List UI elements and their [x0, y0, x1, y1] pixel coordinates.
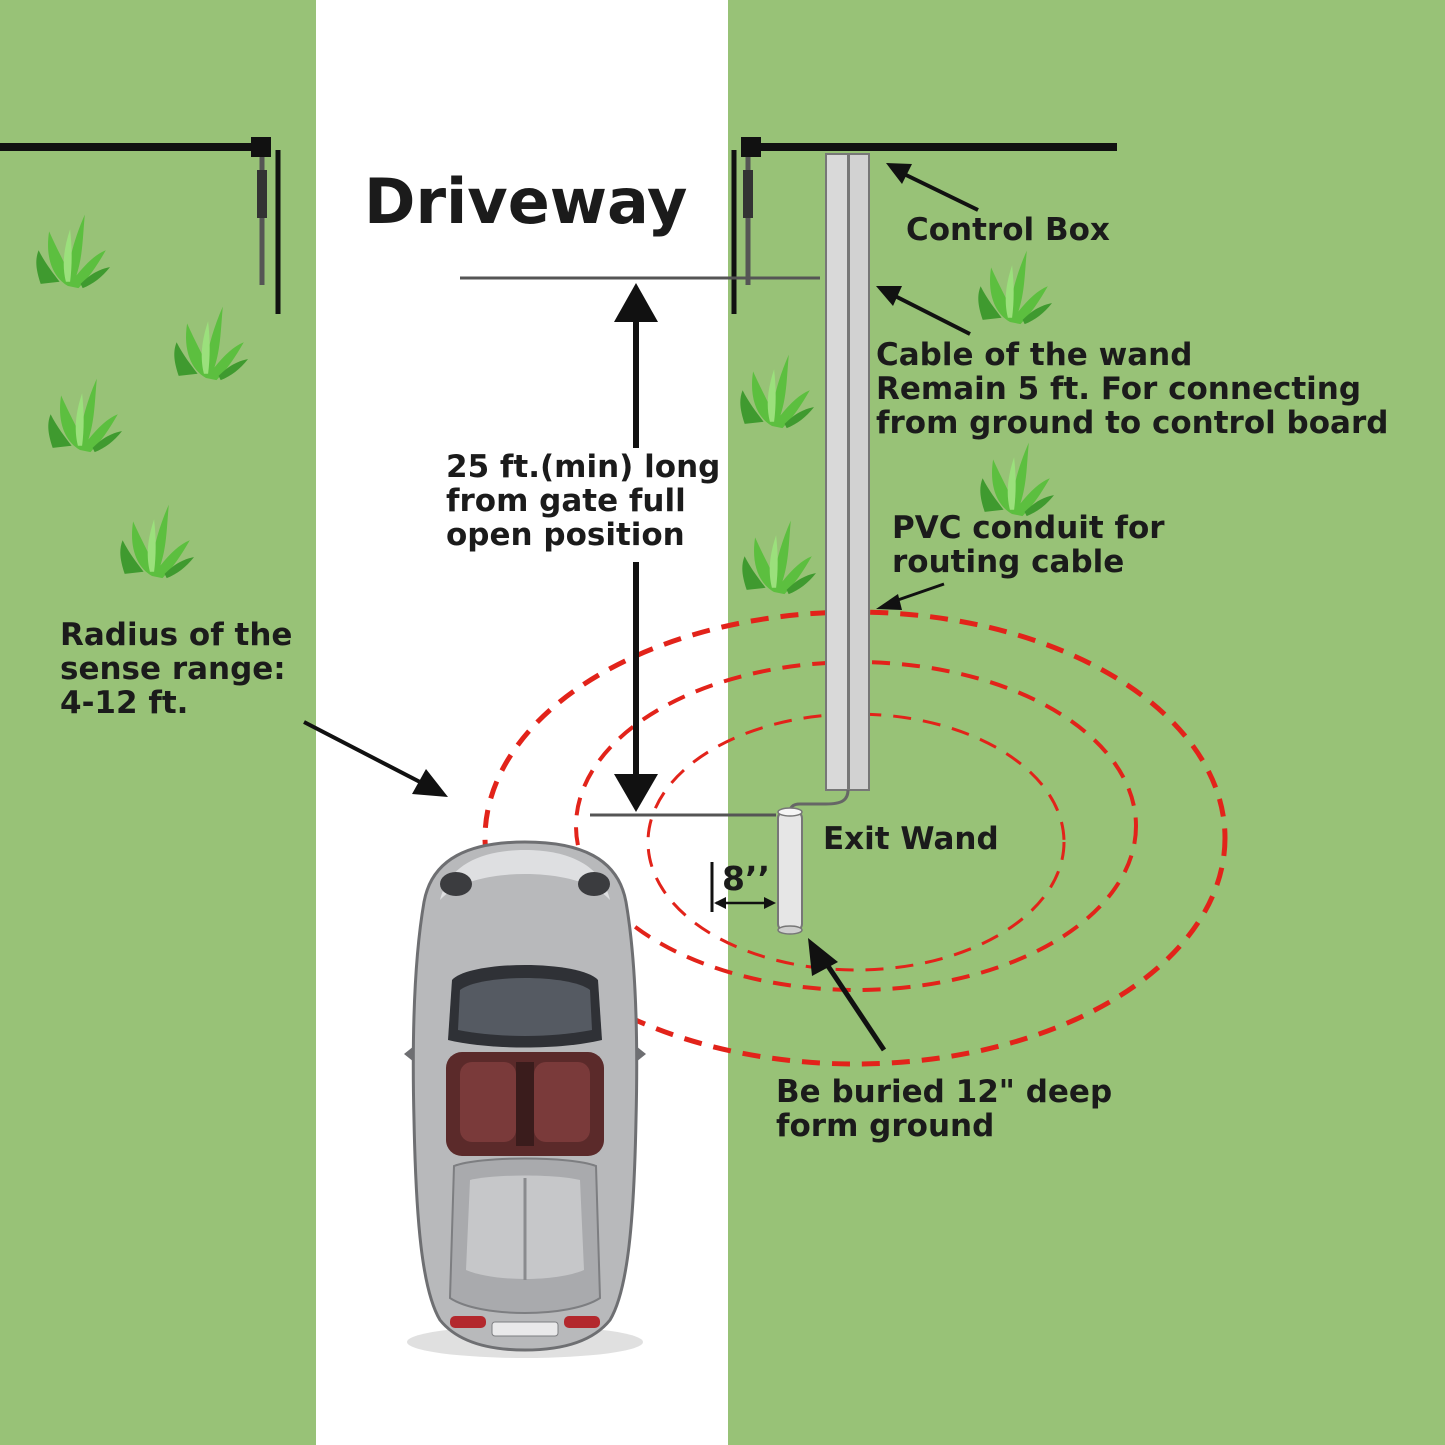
grass-tuft-icon [742, 520, 816, 595]
gate-right [731, 137, 1117, 314]
exit-wand [777, 807, 803, 935]
grass-tuft-icon [48, 378, 122, 453]
radius-arrow [303, 720, 448, 797]
driveway-title: Driveway [364, 165, 688, 238]
pvc-arrow [876, 582, 945, 610]
cable-arrow [876, 286, 971, 336]
sense-radius-label: Radius of the sense range: 4-12 ft. [60, 617, 293, 721]
cable-label: Cable of the wand Remain 5 ft. For conne… [876, 337, 1389, 441]
pvc-conduit-label: PVC conduit for routing cable [892, 510, 1165, 580]
grass-tuft-icon [980, 442, 1054, 517]
burial-depth-label: Be buried 12" deep form ground [776, 1074, 1113, 1144]
grass-tuft-icon [174, 306, 248, 381]
distance-label: 25 ft.(min) long from gate full open pos… [446, 449, 721, 553]
control-box-arrow [886, 163, 979, 212]
exit-wand-label: Exit Wand [823, 821, 999, 857]
grass-tuft-icon [120, 504, 194, 579]
control-box-label: Control Box [906, 212, 1110, 248]
distance-arrow [614, 283, 658, 812]
grass-tuft-icon [978, 250, 1052, 325]
gate-left [0, 137, 281, 314]
grass-tuft-icon [740, 354, 814, 429]
buried-arrow [808, 938, 887, 1052]
pvc-conduit [788, 153, 870, 813]
grass-tuft-icon [36, 214, 110, 289]
car-icon [404, 840, 646, 1358]
offset-label: 8’’ [722, 859, 771, 898]
offset-marker [710, 862, 776, 912]
